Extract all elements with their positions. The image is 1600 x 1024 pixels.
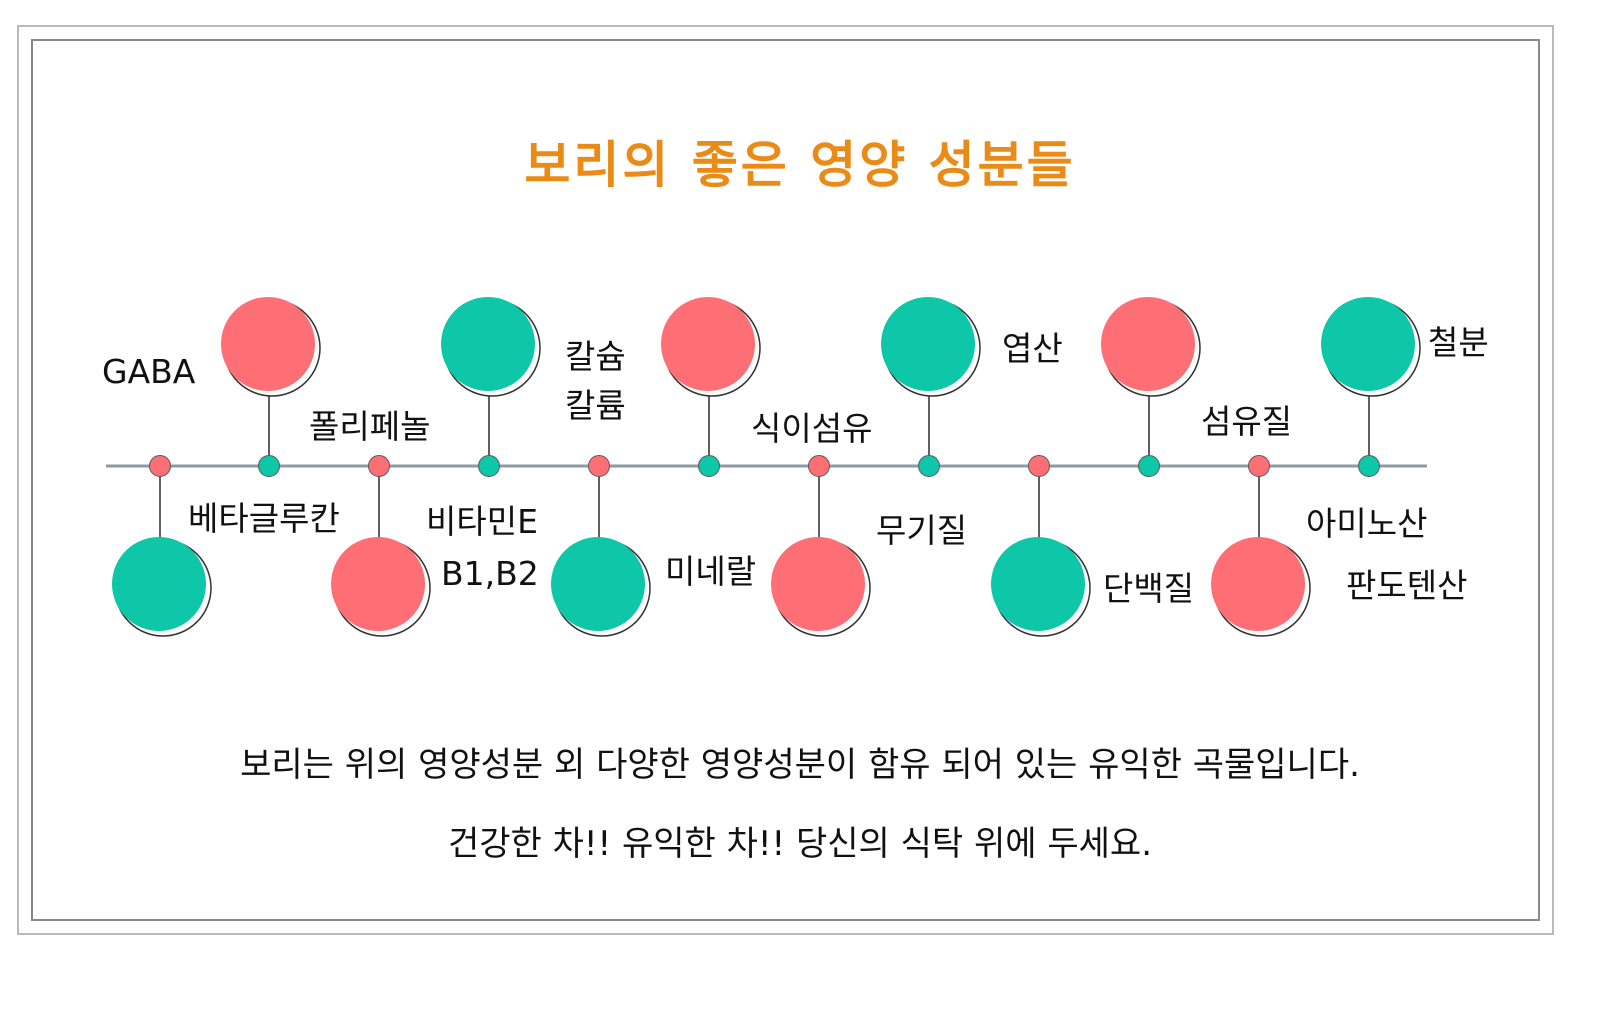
nutrient-label: GABA (102, 352, 196, 391)
nutrient-label: 비타민E (426, 502, 538, 541)
nutrient-label: 미네랄 (665, 552, 756, 591)
node-circle (771, 537, 865, 631)
timeline-dot (918, 455, 940, 477)
timeline-dot (149, 455, 171, 477)
inner-frame (31, 39, 1540, 921)
nutrient-label: 섬유질 (1201, 402, 1292, 441)
node-circle (441, 297, 535, 391)
node-circle (221, 297, 315, 391)
timeline-dot (808, 455, 830, 477)
nutrient-label: 폴리페놀 (309, 407, 430, 446)
caption-description: 보리는 위의 영양성분 외 다양한 영양성분이 함유 되어 있는 유익한 곡물입… (240, 745, 1360, 785)
nutrient-label: 아미노산 (1306, 504, 1427, 543)
timeline-dot (1248, 455, 1270, 477)
timeline-dot (1138, 455, 1160, 477)
timeline-dot (588, 455, 610, 477)
node-circle (551, 537, 645, 631)
caption-slogan: 건강한 차!! 유익한 차!! 당신의 식탁 위에 두세요. (447, 824, 1153, 864)
node-circle (112, 537, 206, 631)
node-circle (331, 537, 425, 631)
nutrient-label: 베타글루칸 (188, 499, 340, 538)
timeline-dot (478, 455, 500, 477)
nutrient-label: 판도텐산 (1346, 566, 1467, 605)
outer-frame (17, 25, 1554, 935)
nutrient-label: 엽산 (1002, 329, 1063, 368)
nutrient-label: 단백질 (1103, 569, 1194, 608)
nutrient-label: 식이섬유 (751, 409, 872, 448)
nutrient-label: 칼륨 (565, 386, 626, 425)
page-title: 보리의 좋은 영양 성분들 (524, 136, 1076, 194)
nutrient-label: 칼슘 (565, 337, 626, 376)
timeline-dot (368, 455, 390, 477)
nutrient-label: 철분 (1428, 323, 1489, 362)
node-circle (881, 297, 975, 391)
timeline-dot (258, 455, 280, 477)
node-circle (1101, 297, 1195, 391)
nutrient-label: 무기질 (876, 511, 967, 550)
node-circle (661, 297, 755, 391)
timeline-dot (1358, 455, 1380, 477)
timeline-dot (1028, 455, 1050, 477)
node-circle (991, 537, 1085, 631)
node-circle (1321, 297, 1415, 391)
node-circle (1211, 537, 1305, 631)
nutrient-label: B1,B2 (441, 554, 539, 593)
timeline-dot (698, 455, 720, 477)
